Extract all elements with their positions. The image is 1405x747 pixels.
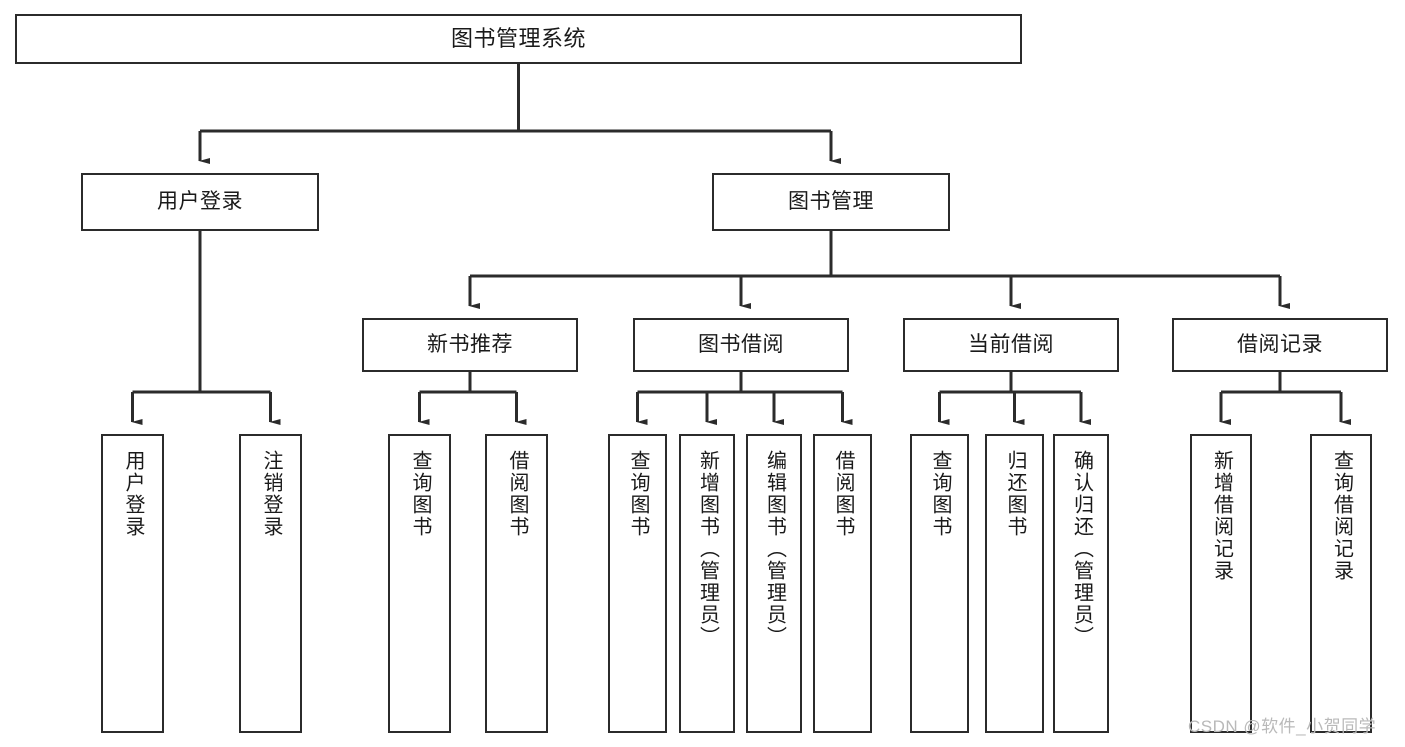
node-label-book-borrow: 图书借阅 — [698, 332, 784, 356]
node-label-leaf-brw-edit: 编辑图书（管理员） — [763, 450, 786, 648]
node-user-login[interactable]: 用户登录 — [81, 173, 319, 231]
node-label-book-manage: 图书管理 — [788, 189, 874, 213]
node-label-leaf-rec-borrow: 借阅图书 — [506, 450, 528, 538]
node-leaf-user-login[interactable]: 用户登录 — [101, 434, 164, 733]
node-label-user-login: 用户登录 — [157, 189, 243, 213]
node-borrow-record[interactable]: 借阅记录 — [1172, 318, 1388, 372]
node-label-leaf-cur-confirm: 确认归还（管理员） — [1070, 450, 1093, 648]
node-label-leaf-cur-return: 归还图书 — [1004, 450, 1026, 538]
node-label-leaf-rec-query: 查询图书 — [409, 450, 431, 538]
node-leaf-rec-query[interactable]: 查询图书 — [388, 434, 451, 733]
node-leaf-user-logout[interactable]: 注销登录 — [239, 434, 302, 733]
node-label-leaf-user-login: 用户登录 — [122, 450, 144, 538]
node-label-leaf-cur-query: 查询图书 — [929, 450, 951, 538]
node-book-borrow[interactable]: 图书借阅 — [633, 318, 849, 372]
node-leaf-rec-search[interactable]: 查询借阅记录 — [1310, 434, 1372, 733]
node-leaf-rec-borrow[interactable]: 借阅图书 — [485, 434, 548, 733]
node-leaf-brw-query[interactable]: 查询图书 — [608, 434, 667, 733]
node-leaf-brw-edit[interactable]: 编辑图书（管理员） — [746, 434, 802, 733]
node-current-borrow[interactable]: 当前借阅 — [903, 318, 1119, 372]
node-label-borrow-record: 借阅记录 — [1237, 332, 1323, 356]
node-label-new-book-rec: 新书推荐 — [427, 332, 513, 356]
node-book-manage[interactable]: 图书管理 — [712, 173, 950, 231]
node-leaf-cur-confirm[interactable]: 确认归还（管理员） — [1053, 434, 1109, 733]
node-leaf-rec-add[interactable]: 新增借阅记录 — [1190, 434, 1252, 733]
node-label-leaf-brw-query: 查询图书 — [627, 450, 649, 538]
node-leaf-brw-borrow[interactable]: 借阅图书 — [813, 434, 872, 733]
node-label-leaf-rec-search: 查询借阅记录 — [1330, 450, 1353, 582]
node-leaf-cur-query[interactable]: 查询图书 — [910, 434, 969, 733]
node-label-current-borrow: 当前借阅 — [968, 332, 1054, 356]
node-root[interactable]: 图书管理系统 — [15, 14, 1022, 64]
watermark: CSDN @软件_小贺同学 — [1188, 717, 1377, 736]
node-label-leaf-rec-add: 新增借阅记录 — [1210, 450, 1233, 582]
node-leaf-cur-return[interactable]: 归还图书 — [985, 434, 1044, 733]
node-label-leaf-brw-add: 新增图书（管理员） — [696, 450, 719, 648]
node-leaf-brw-add[interactable]: 新增图书（管理员） — [679, 434, 735, 733]
node-label-root: 图书管理系统 — [450, 26, 586, 52]
node-new-book-rec[interactable]: 新书推荐 — [362, 318, 578, 372]
node-label-leaf-user-logout: 注销登录 — [260, 450, 282, 538]
node-label-leaf-brw-borrow: 借阅图书 — [832, 450, 854, 538]
